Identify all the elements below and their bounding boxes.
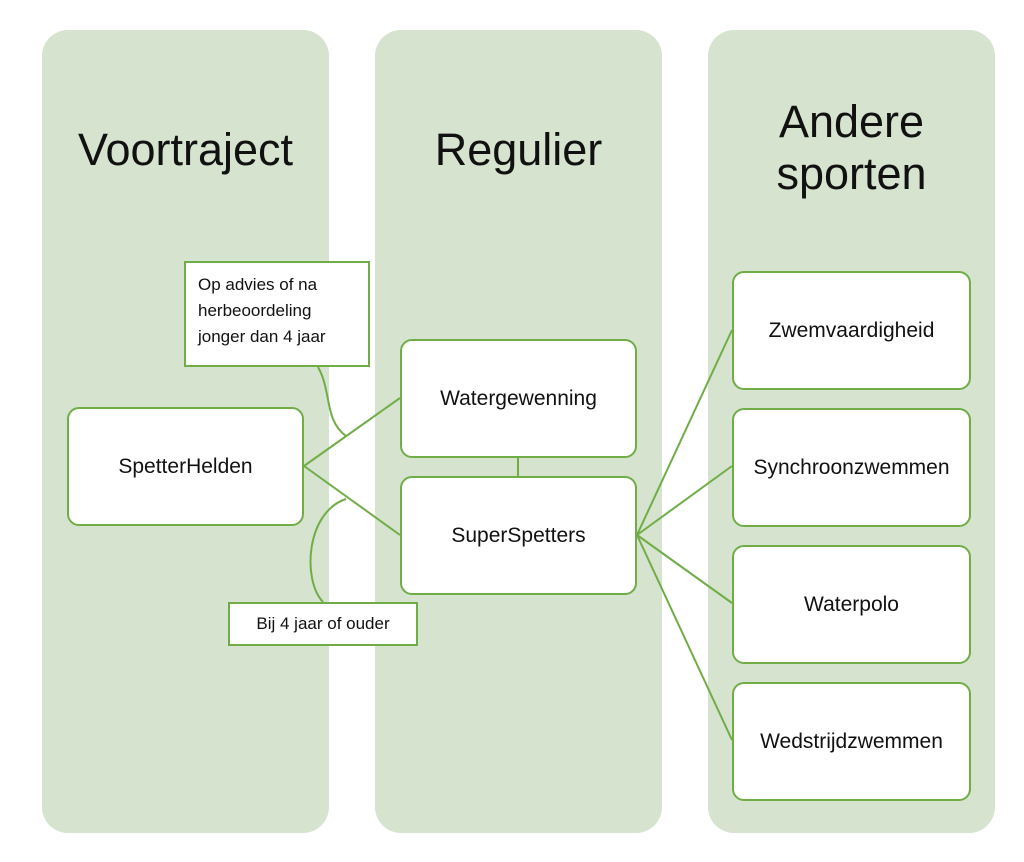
lane-title-regulier: Regulier	[434, 124, 603, 175]
lane-title-andere-sporten: Andere sporten	[776, 96, 927, 199]
node-synchroonzwemmen[interactable]: Synchroonzwemmen	[732, 408, 971, 527]
node-superspetters[interactable]: SuperSpetters	[400, 476, 637, 595]
lane-title-voortraject: Voortraject	[77, 124, 294, 175]
node-spetterhelden[interactable]: SpetterHelden	[67, 407, 304, 526]
node-wedstrijdzwemmen[interactable]: Wedstrijdzwemmen	[732, 682, 971, 801]
node-watergewenning[interactable]: Watergewenning	[400, 339, 637, 458]
callout-advies: Op advies of na herbeoordeling jonger da…	[184, 261, 370, 367]
node-waterpolo[interactable]: Waterpolo	[732, 545, 971, 664]
node-zwemvaardigheid[interactable]: Zwemvaardigheid	[732, 271, 971, 390]
callout-bij-4-jaar-of-ouder: Bij 4 jaar of ouder	[228, 602, 418, 646]
